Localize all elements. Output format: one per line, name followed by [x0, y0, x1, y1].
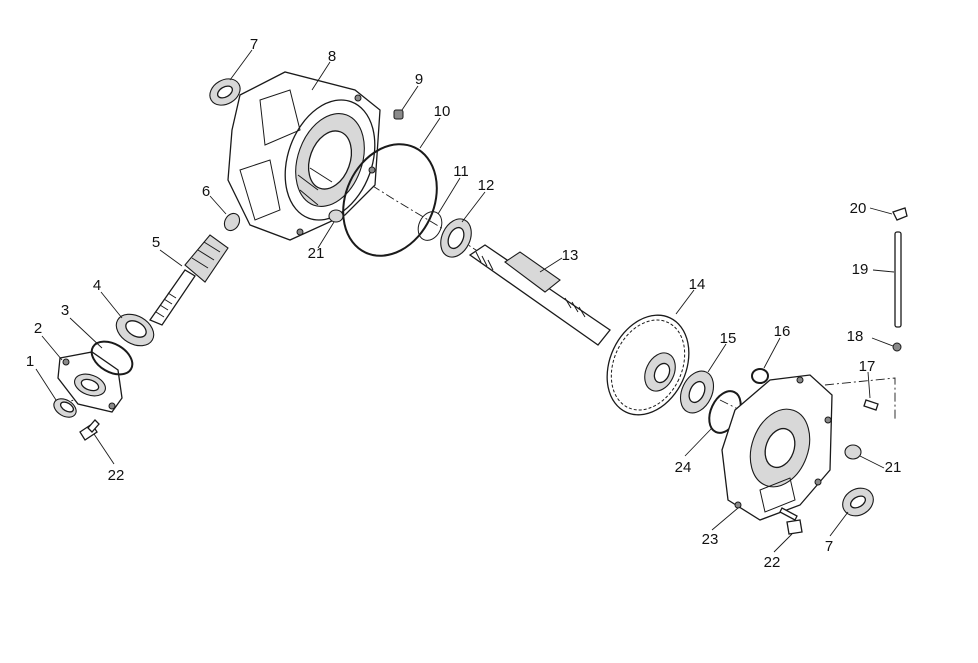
part-4-bearing — [115, 313, 155, 347]
part-10-o-ring — [342, 143, 438, 257]
callout-15: 15 — [720, 330, 737, 347]
part-15-bearing — [679, 370, 715, 414]
part-19-rod — [894, 231, 902, 328]
pin-axis-line — [824, 377, 896, 420]
part-18-nut — [892, 342, 902, 352]
part-5-pinion-shaft — [149, 234, 229, 326]
part-1-seal — [53, 398, 77, 418]
part-21-bushing-left — [328, 209, 344, 223]
callout-6: 6 — [202, 183, 210, 200]
callout-19: 19 — [852, 261, 869, 278]
callout-9: 9 — [415, 71, 423, 88]
callout-22-right: 22 — [764, 554, 781, 571]
callout-3: 3 — [61, 302, 69, 319]
part-11-shim — [417, 211, 443, 241]
part-14-ring-gear — [606, 314, 690, 416]
callout-1: 1 — [26, 353, 34, 370]
callout-11: 11 — [453, 163, 469, 180]
part-3-o-ring — [90, 340, 134, 376]
part-8-gearcase-housing — [227, 71, 381, 241]
part-20-wing-clip — [892, 207, 908, 221]
callout-2: 2 — [34, 320, 42, 337]
leader-lines — [35, 49, 895, 553]
callout-20: 20 — [850, 200, 867, 217]
callout-24: 24 — [675, 459, 692, 476]
callout-21-left: 21 — [308, 245, 325, 262]
callout-18: 18 — [847, 328, 864, 345]
callout-5: 5 — [152, 234, 160, 251]
callout-7-bottom: 7 — [825, 538, 833, 555]
callout-10: 10 — [434, 103, 451, 120]
callout-21-right: 21 — [885, 459, 902, 476]
callout-14: 14 — [689, 276, 706, 293]
part-22-bolt-right — [779, 507, 803, 535]
callout-4: 4 — [93, 277, 101, 294]
part-7-seal-top — [209, 78, 241, 106]
callout-22-left: 22 — [108, 467, 125, 484]
part-12-bearing — [440, 218, 472, 258]
part-16-ring — [751, 368, 769, 384]
part-7-seal-bottom — [842, 487, 874, 517]
part-9-plug — [393, 109, 404, 120]
callout-labels: 1 2 3 4 5 6 7 8 9 10 11 12 13 14 15 16 1… — [26, 36, 902, 571]
callout-16: 16 — [774, 323, 791, 340]
part-6-bushing — [223, 212, 241, 232]
callout-17: 17 — [859, 358, 876, 375]
callout-12: 12 — [478, 177, 495, 194]
part-21-bushing-right — [844, 444, 862, 460]
callout-23: 23 — [702, 531, 719, 548]
part-23-gearcase-cover — [721, 374, 833, 521]
part-22-bolt-left — [79, 419, 100, 441]
part-2-cover-plate — [57, 351, 123, 413]
callout-7-top: 7 — [250, 36, 258, 53]
callout-8: 8 — [328, 48, 336, 65]
part-13-output-shaft — [468, 244, 611, 346]
callout-13: 13 — [562, 247, 579, 264]
part-17-dowel-pin — [863, 399, 879, 411]
